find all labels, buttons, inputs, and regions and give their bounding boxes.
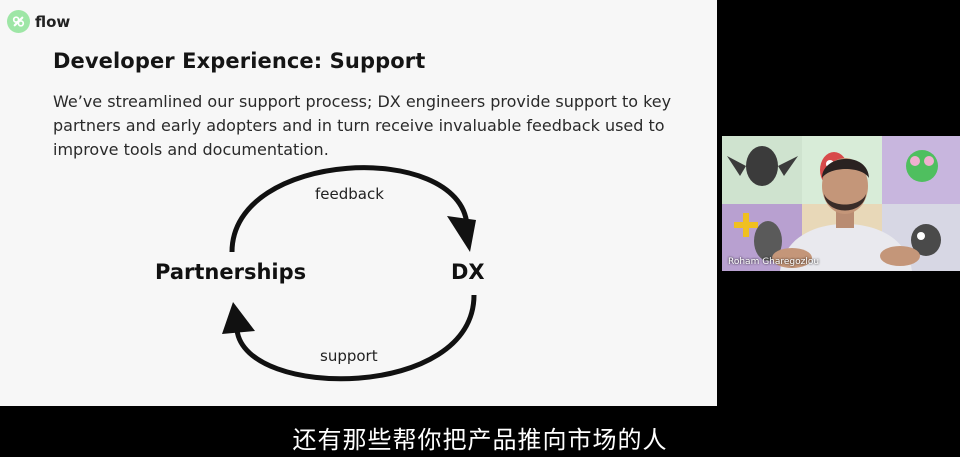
feedback-label: feedback <box>315 185 384 203</box>
brand-name: flow <box>35 12 71 31</box>
dx-node: DX <box>451 260 485 284</box>
participant-person <box>772 158 920 271</box>
flow-logo-icon <box>7 10 30 33</box>
creature-sticker-4 <box>734 213 782 261</box>
creature-sticker-5 <box>911 224 941 256</box>
support-label: support <box>320 347 378 365</box>
caption-text: 还有那些帮你把产品推向市场的人 <box>292 426 668 454</box>
participant-name: Roham Gharegozlou <box>728 257 820 267</box>
bottom-arc <box>234 294 477 382</box>
creature-sticker-1 <box>727 146 798 186</box>
participant-video-tile[interactable]: Roham Gharegozlou <box>722 136 960 271</box>
partnerships-node: Partnerships <box>155 260 307 284</box>
top-arc <box>229 165 470 253</box>
top-arrowhead-icon <box>447 216 476 252</box>
presentation-slide: flow Developer Experience: Support We’ve… <box>0 0 717 406</box>
feedback-cycle-diagram <box>222 165 477 382</box>
slide-description: We’ve streamlined our support process; D… <box>53 92 672 159</box>
bottom-arrowhead-icon <box>222 302 255 334</box>
creature-sticker-3 <box>906 150 938 182</box>
slide-title: Developer Experience: Support <box>53 49 426 73</box>
flow-logo: flow <box>7 10 70 33</box>
